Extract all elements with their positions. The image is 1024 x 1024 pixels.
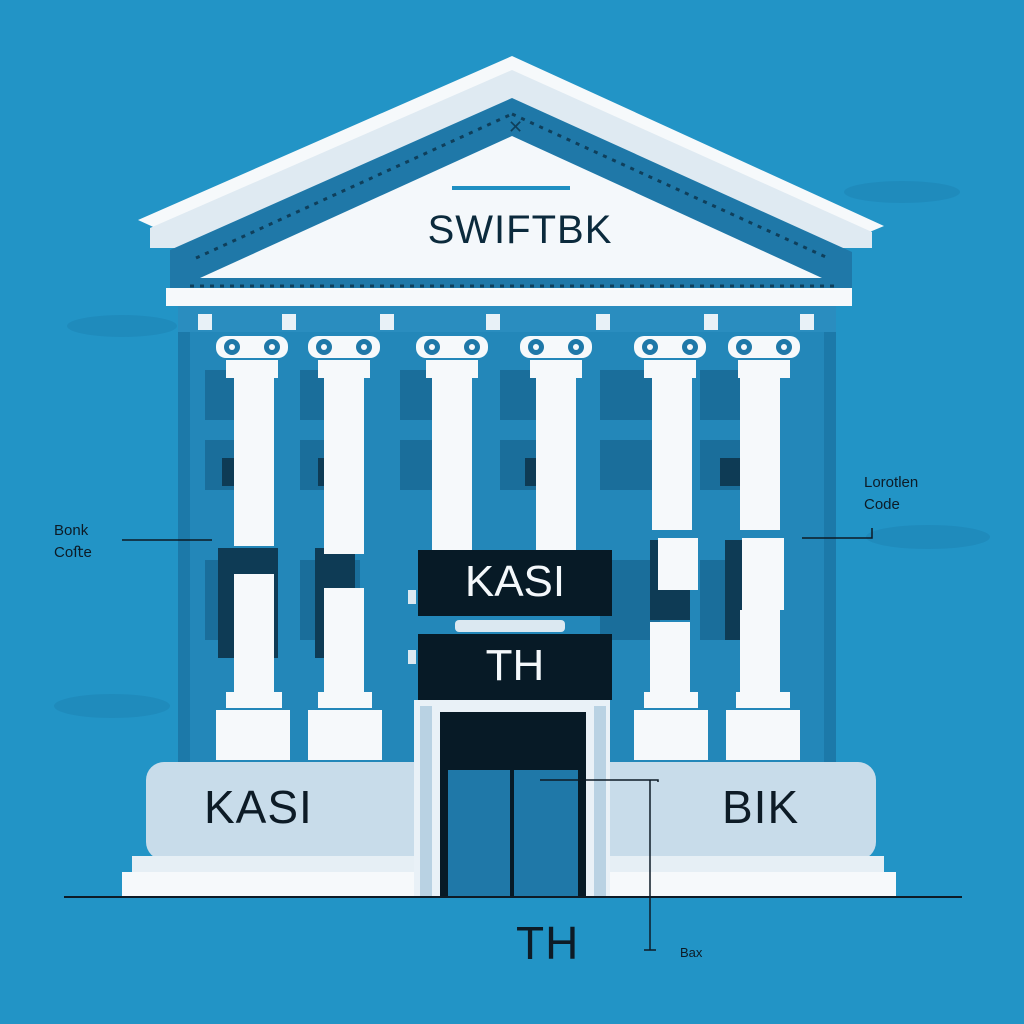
base-label-right: BIK [722, 781, 800, 833]
attic-strip [178, 306, 836, 332]
branch-leader-top [540, 779, 659, 782]
tympanum [200, 136, 822, 278]
title-rule [452, 186, 570, 190]
plate-ornaments [408, 590, 565, 664]
plate-upper: KASI [418, 550, 612, 616]
location-code-line2: Code [864, 496, 900, 513]
dentil-band [190, 112, 834, 288]
bank-code-label: Bonk Coﬅe [54, 520, 92, 564]
bank-code-line2: Coﬅe [54, 544, 92, 561]
entablature [166, 288, 852, 306]
location-code-label: Lorotlen Code [864, 472, 918, 516]
column [308, 336, 382, 760]
cloud-shadow [54, 694, 170, 718]
door-pilaster [420, 706, 432, 896]
column [726, 336, 800, 760]
bank-code-line1: Bonk [54, 522, 89, 539]
location-code-leader [802, 528, 873, 539]
door-pilaster [594, 706, 606, 896]
base-label-left: KASI [204, 781, 313, 833]
columns [216, 336, 800, 760]
base-label-bottom: TH [516, 917, 580, 969]
bank-name-title: SWIFTBK [427, 208, 613, 252]
door-transom [448, 756, 578, 770]
plate-lower: TH [418, 634, 612, 700]
pediment-ornament: ✕ [508, 117, 523, 137]
location-code-line1: Lorotlen [864, 474, 919, 491]
attic-blocks [198, 314, 814, 330]
column [634, 336, 708, 760]
branch-code-label: Bax [680, 945, 703, 960]
column [416, 336, 488, 550]
column [520, 336, 592, 550]
column [216, 336, 290, 760]
cloud-shadow [866, 525, 990, 549]
cloud-shadow [67, 315, 177, 337]
cloud-shadow [844, 181, 960, 203]
